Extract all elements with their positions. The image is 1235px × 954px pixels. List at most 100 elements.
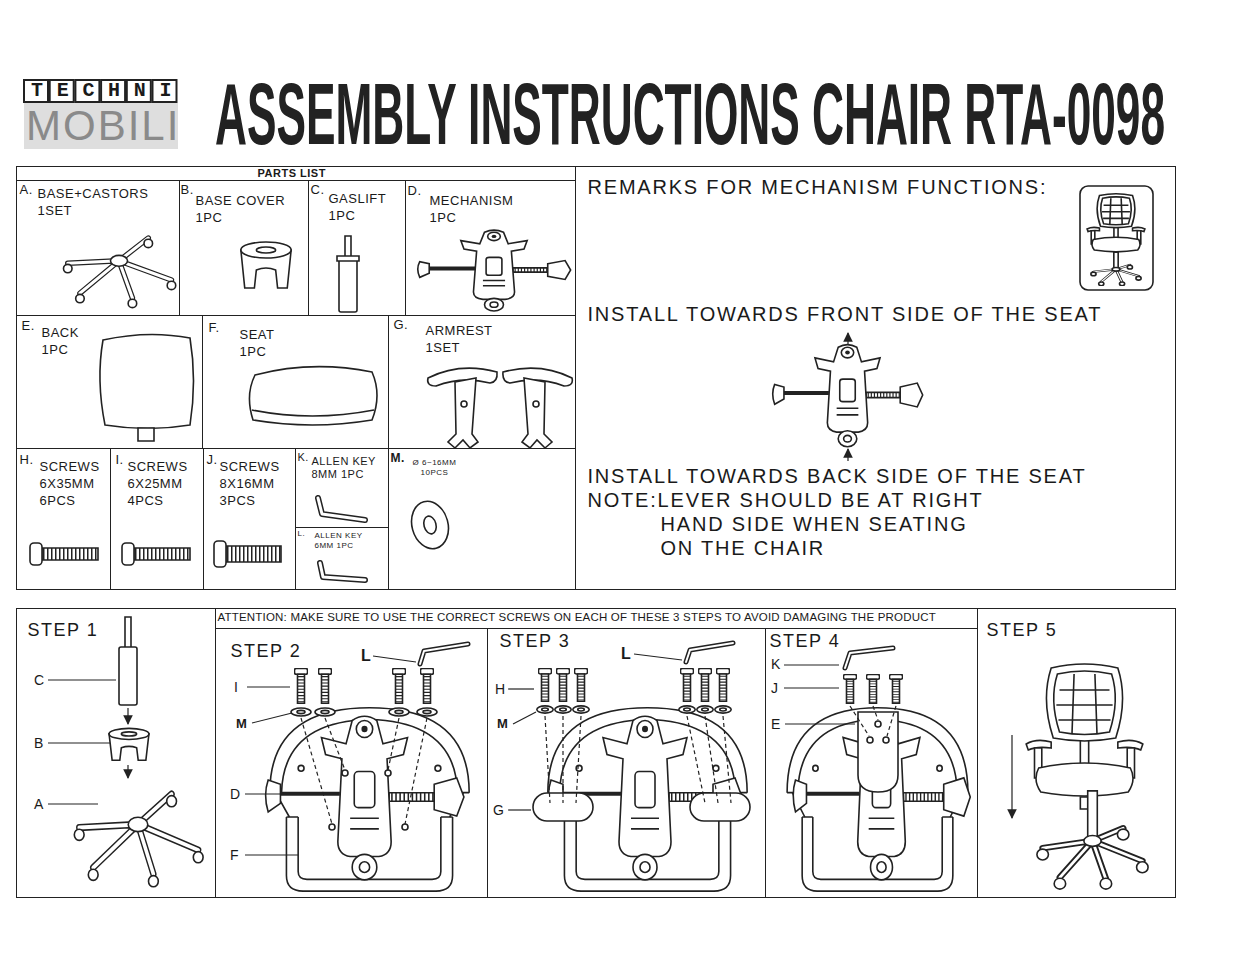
washer xyxy=(417,708,437,716)
back-tab xyxy=(138,428,154,441)
screw xyxy=(539,668,552,701)
screw xyxy=(717,668,730,701)
hole xyxy=(867,737,873,743)
allen-key-inner xyxy=(318,498,365,520)
cover-picture xyxy=(109,728,149,760)
icon-box xyxy=(1080,186,1153,290)
leader-line xyxy=(634,654,682,660)
gaslift-rod xyxy=(345,236,351,258)
armrest-left xyxy=(428,368,497,448)
chair-icon-base xyxy=(1091,252,1141,285)
step-panel: STEP 3 xyxy=(487,628,766,898)
remarks-panel: REMARKS FOR MECHANISM FUNCTIONS: INSTALL … xyxy=(575,166,1176,590)
part-cell: L.ALLEN KEY 6MM 1PC xyxy=(295,527,389,590)
part-cell: D.MECHANISM 1PC xyxy=(405,180,576,316)
allen-key xyxy=(686,643,733,662)
callout-letter: B xyxy=(34,735,43,752)
washer xyxy=(679,706,695,713)
screw xyxy=(844,674,857,703)
back-arrow xyxy=(847,449,848,461)
callout-letter: C xyxy=(34,672,44,689)
step4-picture xyxy=(784,648,970,891)
hole xyxy=(385,770,391,776)
part-name: BACK 1PC xyxy=(42,324,92,358)
washer xyxy=(573,706,589,713)
screw-shaft xyxy=(134,548,190,560)
callout-letter: G xyxy=(493,802,504,819)
leader-line xyxy=(252,713,292,723)
screw xyxy=(319,668,332,703)
callout-letter: J xyxy=(771,680,778,697)
part-name: Ø 6~16MM 10PCS xyxy=(411,458,459,478)
part-name: ARMREST 1SET xyxy=(426,322,501,356)
seat-shape xyxy=(249,367,377,425)
down-arrow xyxy=(127,765,128,778)
part-cell: C.GASLIFT 1PC xyxy=(308,180,406,316)
part-cell: K.ALLEN KEY 8MM 1PC xyxy=(295,448,389,528)
allen-key-inner xyxy=(320,563,365,580)
part-cell: A.BASE+CASTORS 1SET xyxy=(16,180,180,316)
callout-letter: H xyxy=(495,681,505,698)
leader-line xyxy=(48,803,98,804)
allen-key xyxy=(320,563,365,580)
screw-pictures xyxy=(30,541,281,567)
part-letter: C. xyxy=(311,181,325,198)
remarks-heading: REMARKS FOR MECHANISM FUNCTIONS: xyxy=(588,175,1048,199)
part-name: BASE COVER 1PC xyxy=(196,192,296,226)
part-letter: H. xyxy=(20,451,34,468)
callout-letter: L xyxy=(361,646,371,665)
callout-letter: M xyxy=(497,716,508,732)
arm-hole xyxy=(461,401,467,407)
leader-line xyxy=(785,723,855,724)
screw-thread xyxy=(227,546,281,562)
callout-letter: E xyxy=(771,716,780,733)
callout-letter: M xyxy=(236,716,247,732)
allen-key xyxy=(318,498,365,520)
part-cell: J.SCREWS 8X16MM 3PCS xyxy=(203,448,296,590)
allen-key-inner xyxy=(845,648,893,668)
back-bracket xyxy=(858,712,898,792)
screw xyxy=(557,668,570,701)
step-panel: STEP 2 xyxy=(215,628,488,898)
down-arrow xyxy=(1011,735,1012,818)
washer xyxy=(555,706,571,713)
brand-logo: MOBILI xyxy=(26,102,180,150)
washer xyxy=(389,708,409,716)
base-picture xyxy=(63,238,175,308)
leader-line xyxy=(784,687,839,688)
part-cell: B.BASE COVER 1PC xyxy=(179,180,309,316)
washer-hole xyxy=(422,515,438,535)
table-heading: PARTS LIST xyxy=(258,166,326,180)
arm-upright xyxy=(522,378,552,448)
part-cell: F.SEAT 1PC xyxy=(202,315,389,449)
screw xyxy=(867,674,880,703)
step-heading: STEP 4 xyxy=(770,630,841,652)
back-shape xyxy=(100,334,194,428)
step-heading: STEP 1 xyxy=(28,619,99,641)
remarks-text: INSTALL TOWARDS FRONT SIDE OF THE SEAT xyxy=(588,302,1103,326)
step-heading: STEP 2 xyxy=(231,640,302,662)
gaslift-collar xyxy=(337,256,359,261)
part-cell: E.BACK 1PC xyxy=(16,315,203,449)
allen-key xyxy=(845,648,893,668)
armrest-right xyxy=(503,368,572,448)
part-name: SCREWS 8X16MM 3PCS xyxy=(220,458,284,509)
base-picture xyxy=(74,794,203,887)
seat-edge xyxy=(252,410,374,416)
part-name: ALLEN KEY 8MM 1PC xyxy=(312,455,380,481)
attention-text: ATTENTION: MAKE SURE TO USE THE CORRECT … xyxy=(218,610,936,625)
chair-top xyxy=(1026,664,1143,809)
fit-lines xyxy=(850,706,896,736)
screw-head xyxy=(122,543,134,565)
leader-line xyxy=(508,688,534,689)
hole xyxy=(342,770,348,776)
seat-picture xyxy=(249,367,377,425)
part-letter: L. xyxy=(298,529,306,539)
mechanism-picture xyxy=(773,345,923,447)
washer-ring xyxy=(406,497,453,553)
screw-head xyxy=(30,543,42,565)
front-arrow xyxy=(847,333,848,344)
leader-line xyxy=(508,809,531,810)
armrest-picture xyxy=(428,368,573,448)
screw xyxy=(890,674,903,703)
